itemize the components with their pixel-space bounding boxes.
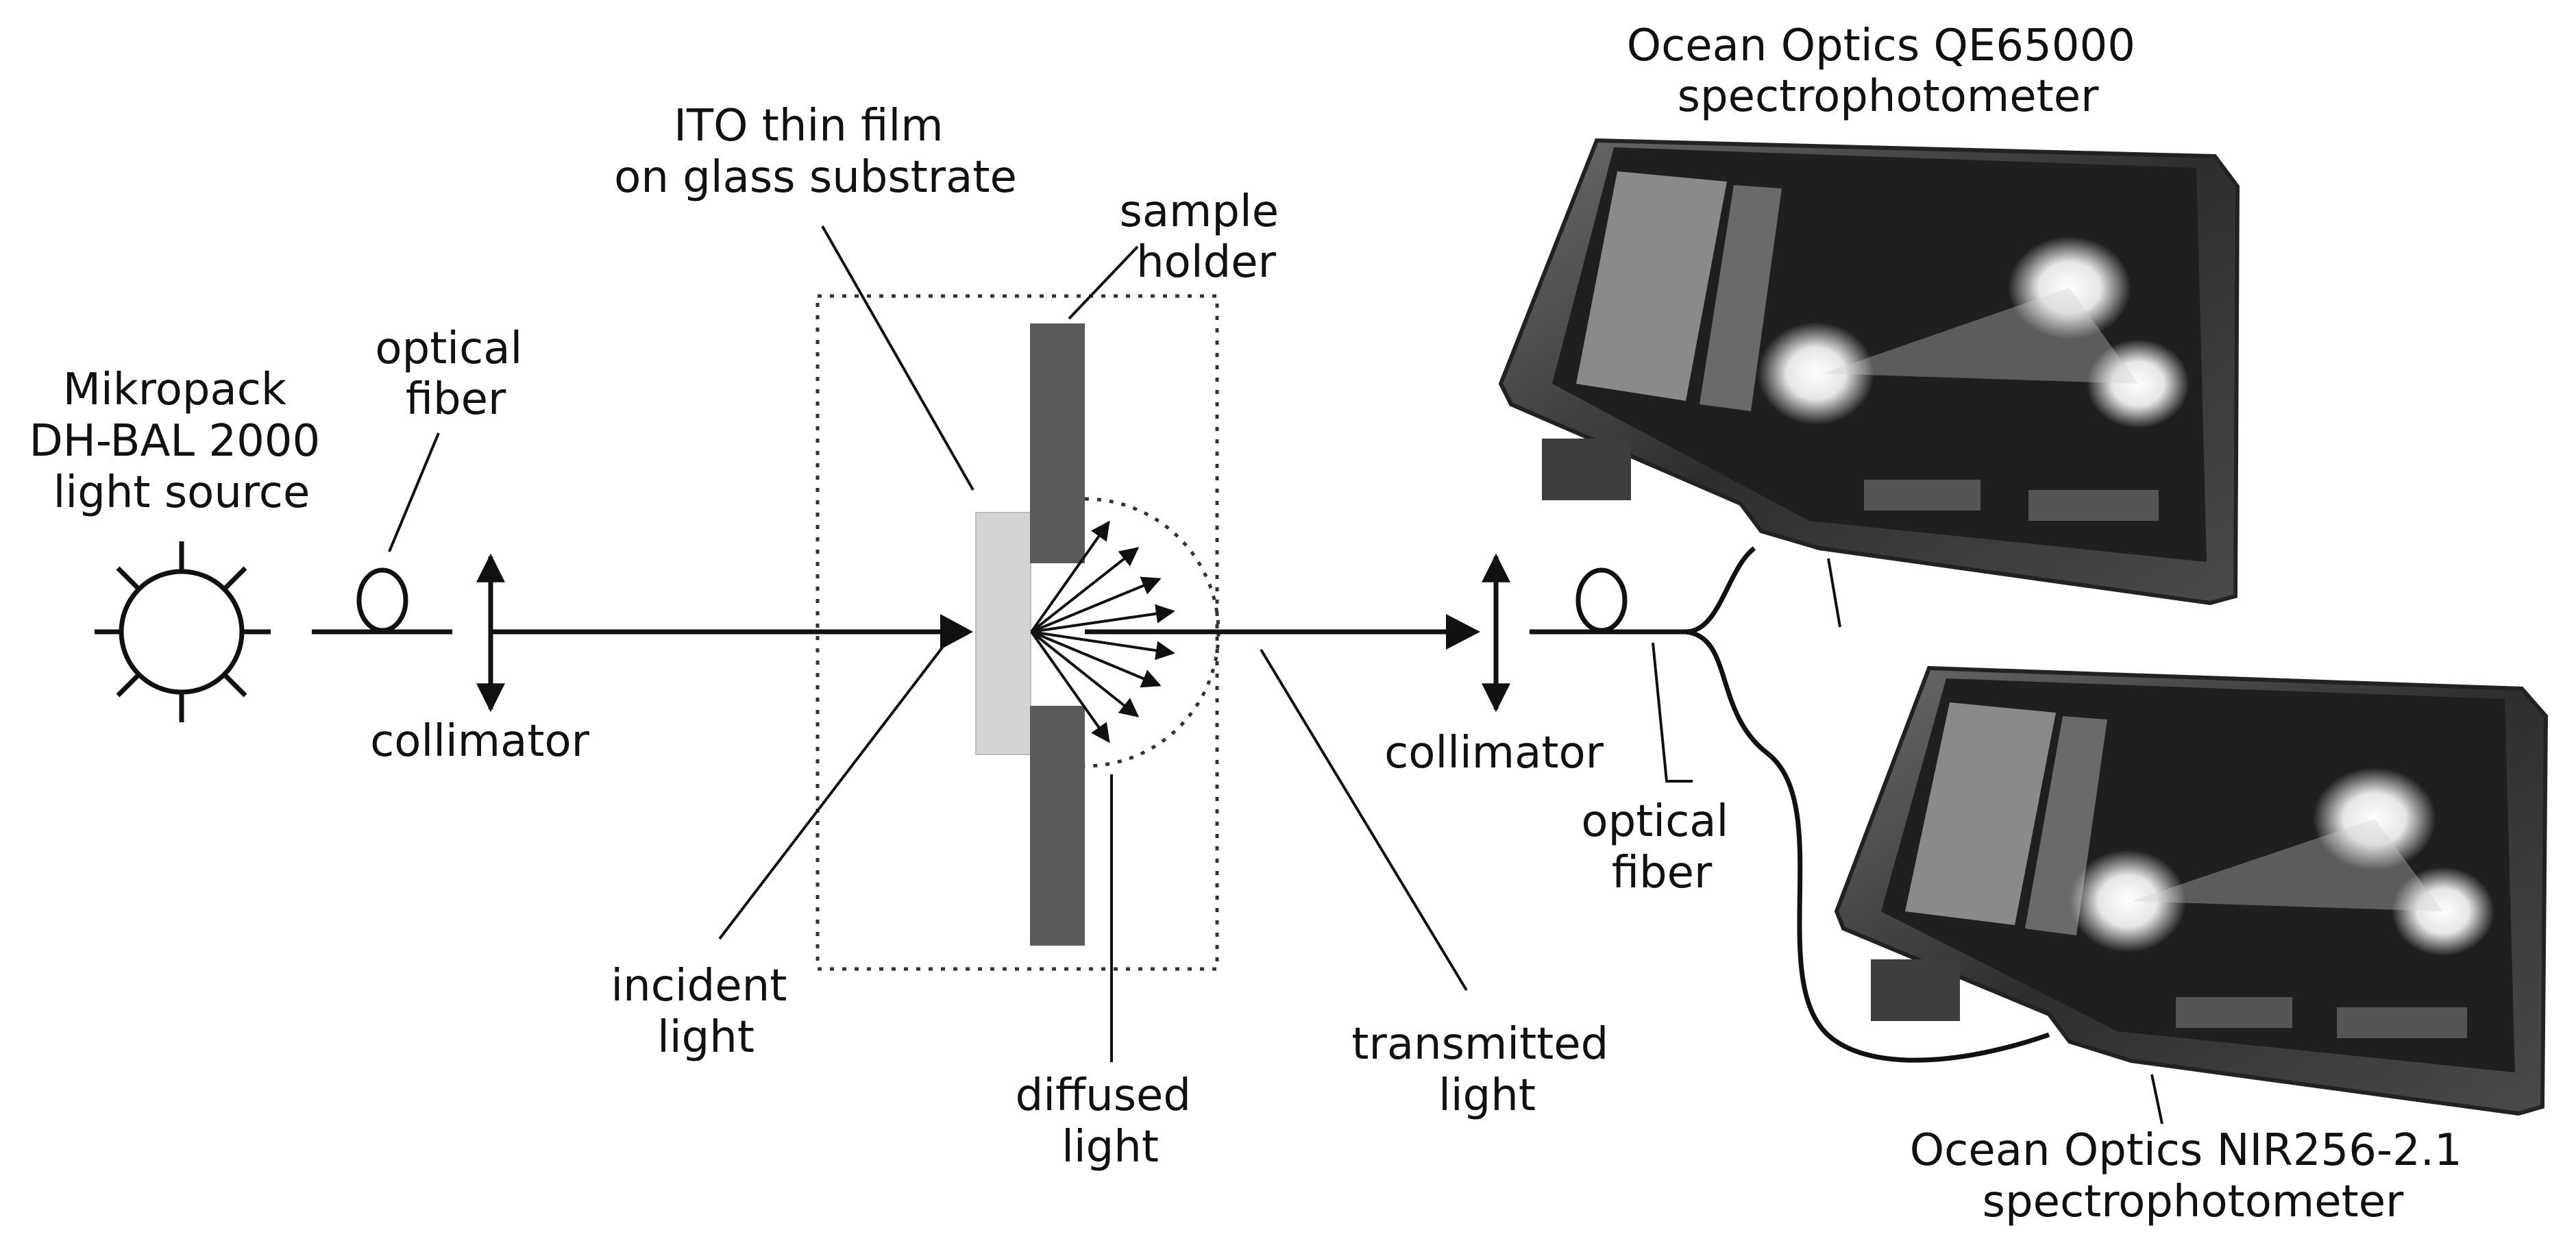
sample-holder-lower <box>1030 706 1085 946</box>
fiber-to-bottom-spectro <box>1685 629 2050 1063</box>
sample-holder-pointer <box>1068 245 1139 320</box>
transmitted-arrowhead <box>1446 614 1480 650</box>
fiber-loop-icon <box>312 567 452 635</box>
optical-fiber-left-pointer <box>388 432 440 552</box>
spectro-top-pointer <box>1827 558 1841 628</box>
diffused-light-label: diffused light <box>1016 1070 1205 1172</box>
ito-film-label: ITO thin film on glass substrate <box>614 101 1017 203</box>
spectro-top-label: Ocean Optics QE65000 spectrophotometer <box>1627 21 2150 122</box>
optical-fiber-right-pointer <box>1652 642 1693 783</box>
optical-fiber-left-label: optical fiber <box>375 323 536 425</box>
optical-fiber-right-label: optical fiber <box>1581 796 1742 898</box>
transmitted-light-label: transmitted light <box>1351 1019 1622 1121</box>
sample-holder-upper <box>1030 323 1085 563</box>
collimator-left-label: collimator <box>370 716 590 767</box>
diffused-rays <box>1030 520 1175 744</box>
sample-holder-label: sample holder <box>1119 186 1292 288</box>
spectro-bottom-label: Ocean Optics NIR256-2.1 spectrophotomete… <box>1910 1125 2476 1227</box>
incident-arrowhead <box>940 614 973 650</box>
incident-light-pointer <box>718 646 944 940</box>
transmitted-light-pointer <box>1260 648 1468 992</box>
light-source-label: Mikropack DH-BAL 2000 light source <box>29 365 334 518</box>
spectrophotometer-bottom-icon <box>1834 665 2549 1116</box>
fiber-to-top-spectro <box>1685 546 1756 635</box>
ito-film-pointer <box>821 225 974 491</box>
collimator-right-label: collimator <box>1384 728 1604 778</box>
sun-icon <box>95 541 271 722</box>
spectrophotometer-top-icon <box>1498 138 2240 606</box>
ito-glass-substrate <box>975 512 1031 755</box>
spectro-bottom-pointer <box>2150 1074 2163 1125</box>
fiber-loop-icon <box>1530 567 1686 635</box>
incident-light-label: incident light <box>611 961 800 1063</box>
sample-compartment-box <box>815 294 1219 971</box>
